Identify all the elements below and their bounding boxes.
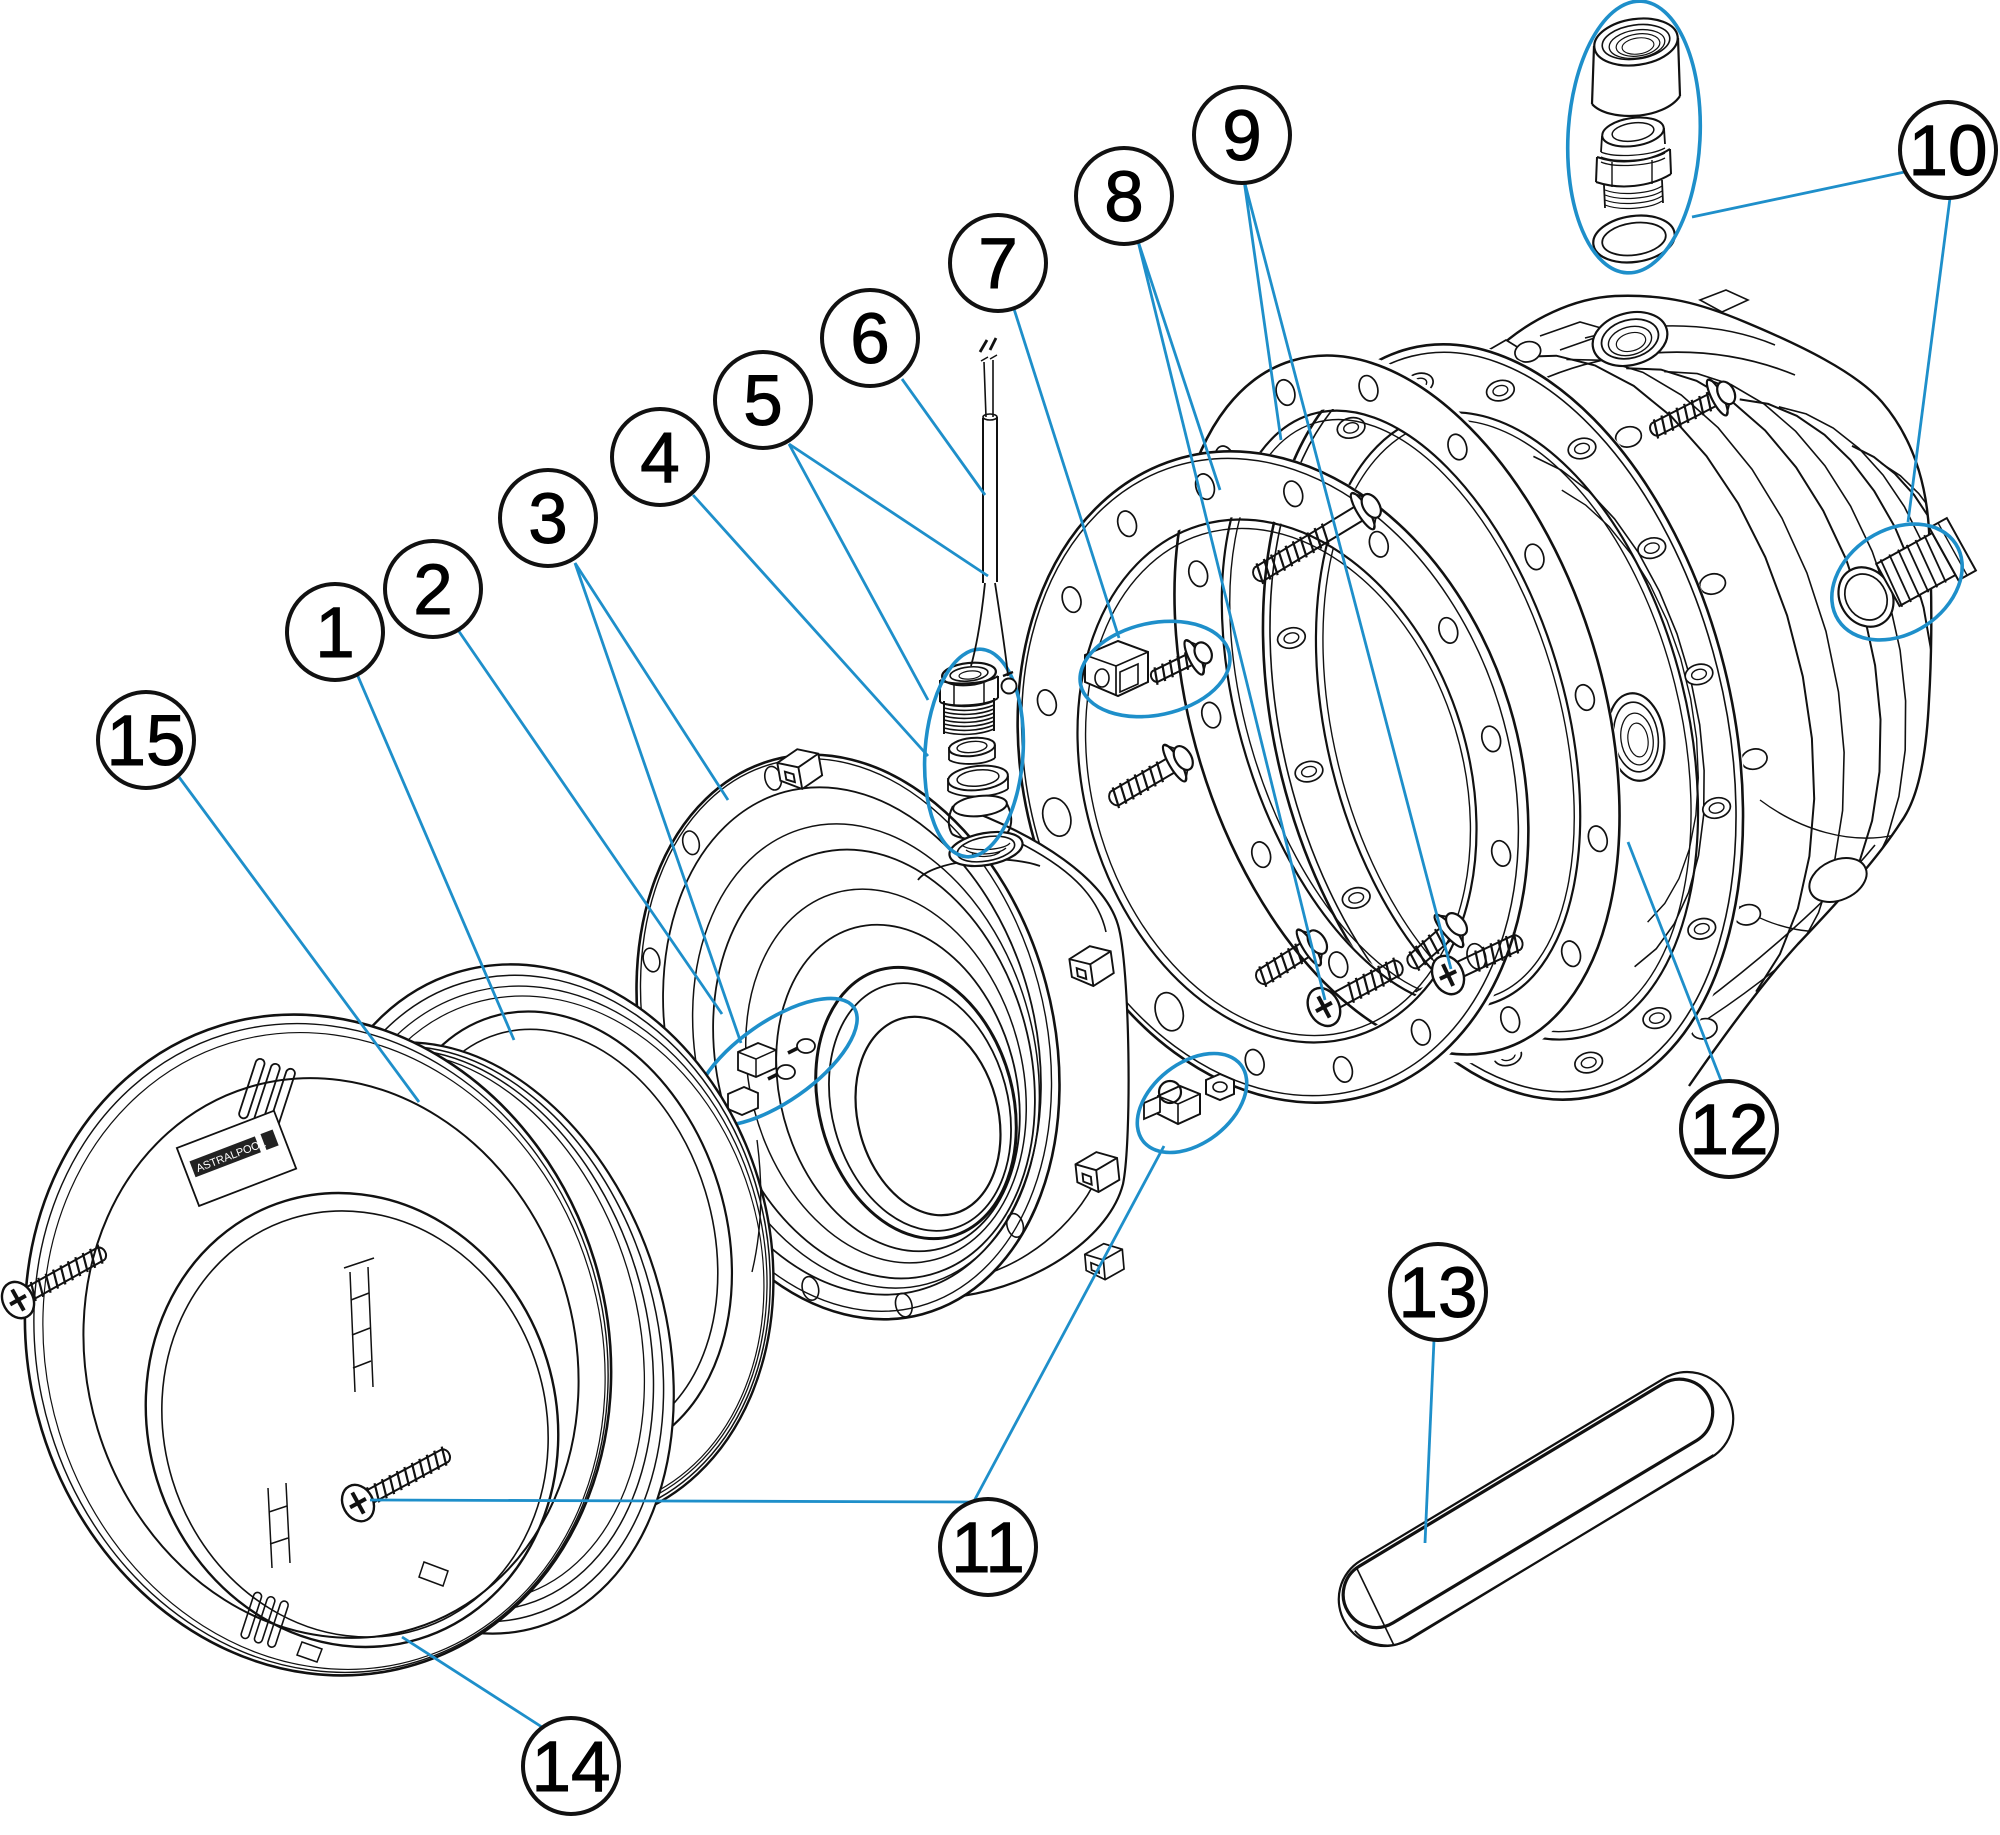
svg-text:9: 9: [1222, 97, 1262, 176]
svg-text:14: 14: [532, 1728, 611, 1807]
svg-text:12: 12: [1690, 1091, 1769, 1170]
svg-text:8: 8: [1104, 158, 1144, 237]
svg-text:15: 15: [107, 702, 186, 781]
svg-text:11: 11: [951, 1509, 1025, 1588]
svg-text:13: 13: [1399, 1254, 1478, 1333]
svg-text:10: 10: [1909, 112, 1988, 191]
svg-text:1: 1: [315, 594, 355, 673]
svg-text:7: 7: [978, 225, 1018, 304]
svg-text:3: 3: [528, 480, 568, 559]
svg-text:4: 4: [640, 419, 680, 498]
svg-text:6: 6: [850, 300, 890, 379]
svg-text:2: 2: [413, 551, 453, 630]
svg-text:5: 5: [743, 362, 783, 441]
